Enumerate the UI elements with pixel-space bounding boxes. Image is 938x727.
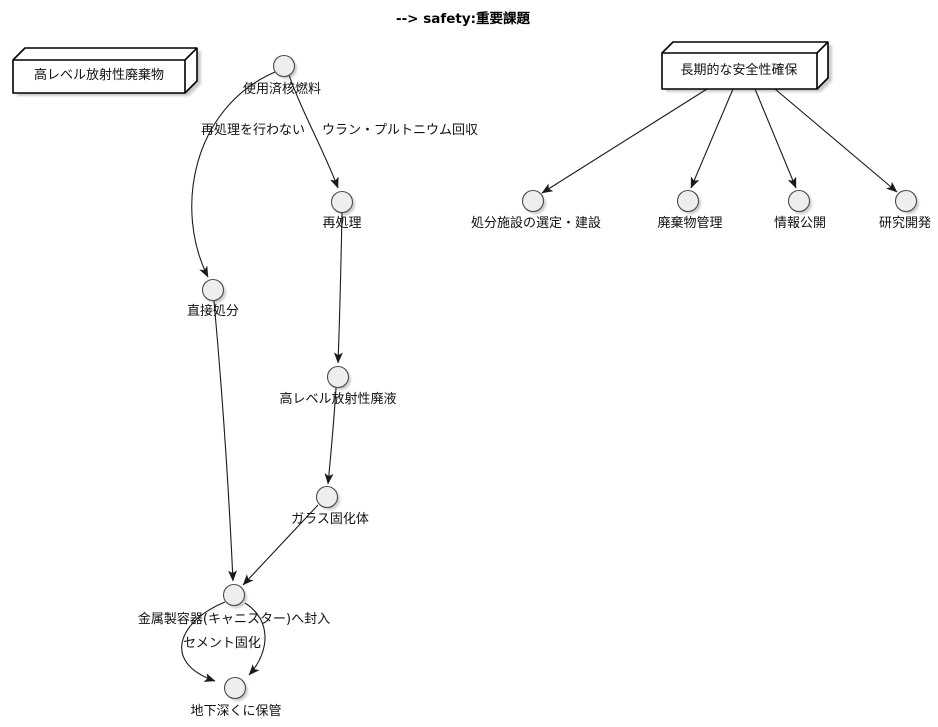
edge-canister-to-underground-left — [181, 601, 226, 682]
box-label-hlw: 高レベル放射性廃棄物 — [33, 68, 165, 83]
node-underground-storage — [223, 676, 247, 700]
node-label-vitrified-body: ガラス固化体 — [291, 512, 369, 527]
node-direct-disposal — [201, 278, 225, 302]
edge-spent-fuel-to-direct-disposal — [191, 71, 276, 278]
node-spent-fuel — [272, 54, 296, 78]
node-label-underground-storage: 地下深くに保管 — [190, 704, 282, 719]
safety-box-edges — [662, 41, 829, 89]
node-information-disclosure — [787, 189, 811, 213]
edge-direct-disposal-to-canister — [213, 300, 238, 582]
node-canister — [222, 583, 246, 607]
box-layer — [12, 41, 829, 94]
hlw-box-edges — [13, 47, 198, 93]
edge-safety-to-waste-management — [690, 88, 734, 189]
edge-safety-to-research — [774, 88, 898, 193]
node-label-waste-management: 廃棄物管理 — [657, 216, 723, 231]
node-research-development — [894, 189, 918, 213]
node-waste-management — [676, 189, 700, 213]
node-label-canister: 金属製容器(キャニスター)へ封入 — [137, 612, 331, 627]
edge-safety-to-site-selection — [541, 88, 708, 194]
node-vitrified-body — [315, 485, 339, 509]
node-reprocessing — [330, 190, 354, 214]
node-layer — [201, 54, 918, 700]
node-hl-liquid-waste — [326, 365, 350, 389]
edge-spent-fuel-to-reprocessing — [288, 74, 339, 189]
node-label-hl-liquid-waste: 高レベル放射性廃液 — [279, 392, 397, 407]
hlw-box — [12, 47, 198, 94]
node-label-information-disclosure: 情報公開 — [773, 216, 827, 231]
edge-reprocessing-to-liquid-waste — [333, 212, 343, 364]
node-label-site-selection: 処分施設の選定・建設 — [470, 216, 602, 231]
node-label-spent-fuel: 使用済核燃料 — [242, 82, 322, 97]
node-label-research-development: 研究開発 — [878, 216, 932, 231]
edge-label-no-reprocessing: 再処理を行わない — [200, 123, 306, 138]
edge-canister-to-underground-right — [244, 602, 266, 676]
node-label-reprocessing: 再処理 — [322, 216, 362, 231]
shadow-layer — [17, 45, 919, 701]
edge-label-cement-solidification: セメント固化 — [183, 636, 261, 651]
node-site-selection — [521, 189, 545, 213]
diagram-title: --> safety:重要課題 — [395, 11, 531, 27]
edge-safety-to-information — [754, 88, 797, 189]
safety-box — [661, 41, 829, 90]
edge-liquid-waste-to-vitrified — [324, 387, 337, 485]
box-label-safety: 長期的な安全性確保 — [680, 63, 798, 78]
edge-vitrified-to-canister — [242, 504, 319, 586]
edge-layer — [181, 71, 898, 682]
edge-label-uranium-plutonium-recovery: ウラン・プルトニウム回収 — [321, 123, 479, 138]
node-label-direct-disposal: 直接処分 — [186, 304, 240, 319]
